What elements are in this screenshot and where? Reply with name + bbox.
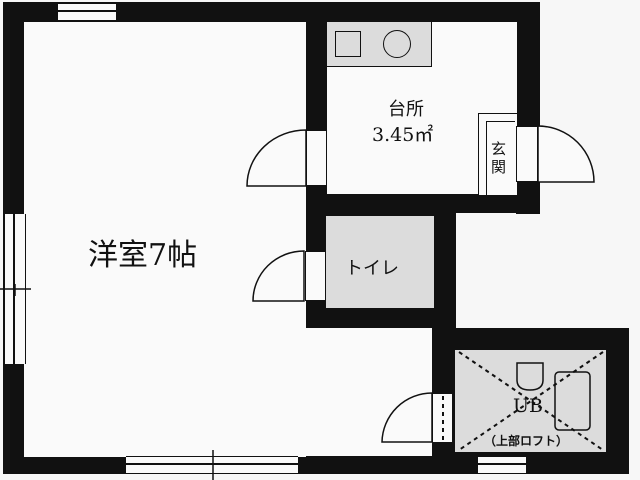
stove-icon	[383, 30, 411, 58]
exterior-notch	[456, 213, 640, 330]
room-label-entrance-2: 関	[491, 158, 507, 176]
door-swing-toilet	[252, 250, 305, 302]
room-label-entrance-1: 玄	[491, 140, 507, 158]
room-note-unit-bath: （上部ロフト）	[484, 434, 569, 448]
room-label-kitchen: 台所	[388, 99, 424, 120]
room-label-toilet: トイレ	[345, 258, 399, 279]
room-area-kitchen: 3.45㎡	[372, 124, 434, 146]
sink-icon	[335, 31, 361, 57]
washbasin-icon	[516, 362, 544, 391]
door-swing-bath	[381, 392, 433, 443]
room-label-western: 洋室7帖	[88, 238, 198, 273]
bathtub-icon	[554, 371, 591, 431]
room-label-unit-bath: UB	[513, 395, 543, 417]
kitchen-counter	[327, 22, 432, 67]
entrance-step	[486, 121, 515, 195]
loft-cross-icon	[458, 351, 604, 451]
room-western	[24, 22, 306, 457]
door-swing-entrance	[537, 125, 595, 183]
door-swing-kitchen	[246, 129, 307, 187]
door-gap-toilet	[305, 251, 326, 301]
room-toilet	[326, 216, 434, 308]
window-top	[58, 3, 116, 21]
window-bath	[478, 456, 526, 474]
